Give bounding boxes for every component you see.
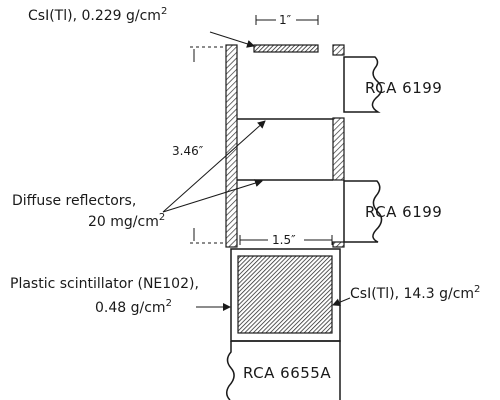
plastic-label-line1: Plastic scintillator (NE102), xyxy=(10,276,199,292)
pmt-lower-label: RCA 6199 xyxy=(365,203,442,221)
pmt-upper-label: RCA 6199 xyxy=(365,79,442,97)
height-dim: 3.46″ xyxy=(172,144,204,158)
reflector-label-line2: 20 mg/cm2 xyxy=(88,212,165,230)
thick-csi-crystal xyxy=(237,255,333,334)
pmt-bottom-label: RCA 6655A xyxy=(243,364,331,382)
csi-thin-label: CsI(Tl), 0.229 g/cm2 xyxy=(28,6,167,24)
right-wall-middle xyxy=(332,117,345,181)
pmt-lower-outline xyxy=(343,180,383,243)
reflector-label-line1: Diffuse reflectors, xyxy=(12,193,136,209)
plastic-label-line2: 0.48 g/cm2 xyxy=(95,298,172,316)
csi-thick-label: CsI(Tl), 14.3 g/cm2 xyxy=(350,284,480,302)
pmt-upper-outline xyxy=(343,56,383,113)
right-wall-upper xyxy=(332,44,345,56)
width-bottom-dim: 1.5″ xyxy=(272,233,296,247)
thin-csi-crystal xyxy=(253,44,319,53)
left-wall xyxy=(225,44,238,248)
right-wall-lower xyxy=(332,241,345,248)
pmt-bottom-outline xyxy=(226,340,341,400)
width-top-dim: 1″ xyxy=(279,13,292,27)
